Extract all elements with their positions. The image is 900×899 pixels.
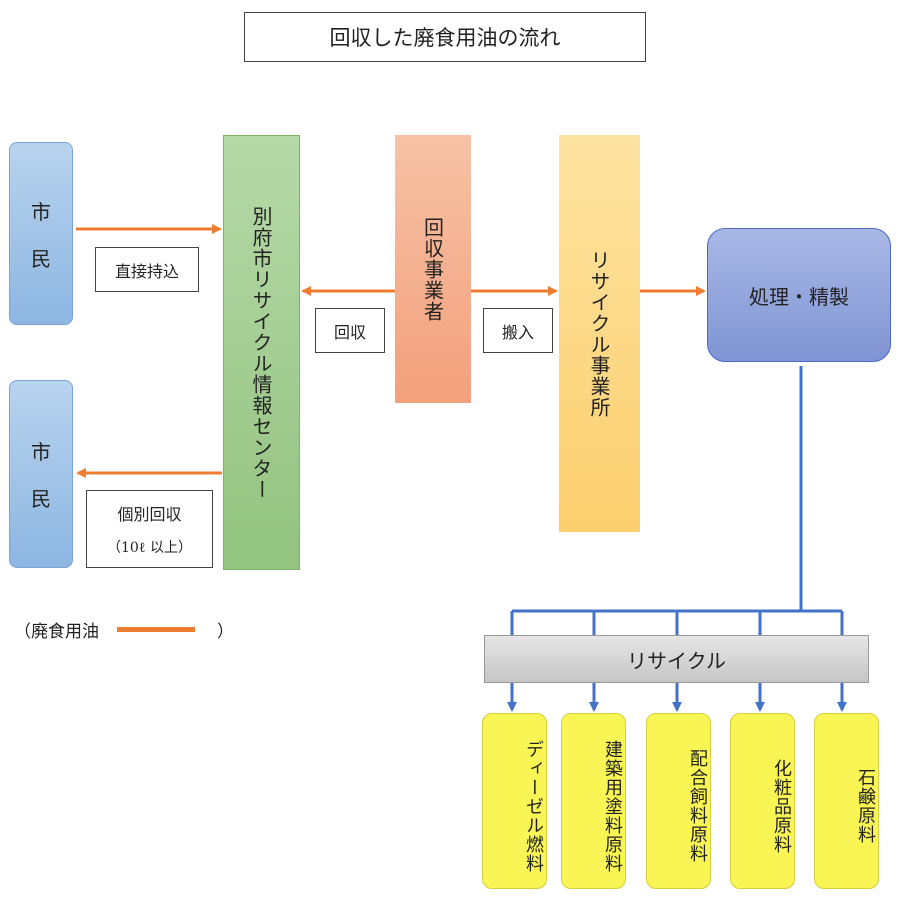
citizen-bottom-char-2: 民 — [31, 487, 51, 511]
product-diesel-fuel: ディーゼル燃料 — [482, 713, 547, 889]
individual-collection-note: （10ℓ 以上） — [107, 540, 192, 556]
product-feed-material: 配合飼料原料 — [646, 713, 711, 889]
citizen-bottom-char-1: 市 — [31, 440, 51, 464]
collection-label: 回収 — [315, 308, 385, 353]
legend-close-text: ） — [217, 621, 234, 642]
citizen-top-char-1: 市 — [31, 199, 51, 224]
collector-label: 回収事業者 — [420, 216, 445, 322]
recycle-bar: リサイクル — [484, 635, 869, 683]
recycle-info-center-box: 別府市リサイクル情報センター — [223, 135, 300, 570]
individual-collection-text: 個別回収 — [117, 505, 182, 524]
product-cosmetics-material: 化粧品原料 — [730, 713, 795, 889]
recycle-info-center-label: 別府市リサイクル情報センター — [249, 205, 273, 500]
product-paint-material: 建築用塗料原料 — [561, 713, 626, 889]
legend-open-text: （廃食用油 — [14, 621, 99, 642]
diagram-title: 回収した廃食用油の流れ — [244, 12, 646, 62]
citizen-top-char-2: 民 — [31, 246, 51, 271]
product-soap-material: 石鹸原料 — [814, 713, 879, 889]
collector-box: 回収事業者 — [395, 135, 471, 403]
processing-label: 処理・精製 — [749, 284, 849, 309]
legend-oil-line — [117, 626, 195, 632]
citizen-box-bottom: 市 民 — [9, 380, 73, 568]
individual-collection-label: 個別回収 （10ℓ 以上） — [86, 490, 213, 568]
recycle-office-box: リサイクル事業所 — [559, 135, 640, 532]
legend: （廃食用油 ） — [14, 614, 234, 644]
carry-in-label: 搬入 — [483, 308, 553, 353]
citizen-box-top: 市 民 — [9, 142, 73, 325]
recycle-office-label: リサイクル事業所 — [587, 249, 611, 418]
direct-delivery-label: 直接持込 — [95, 247, 199, 292]
processing-box: 処理・精製 — [707, 228, 891, 362]
